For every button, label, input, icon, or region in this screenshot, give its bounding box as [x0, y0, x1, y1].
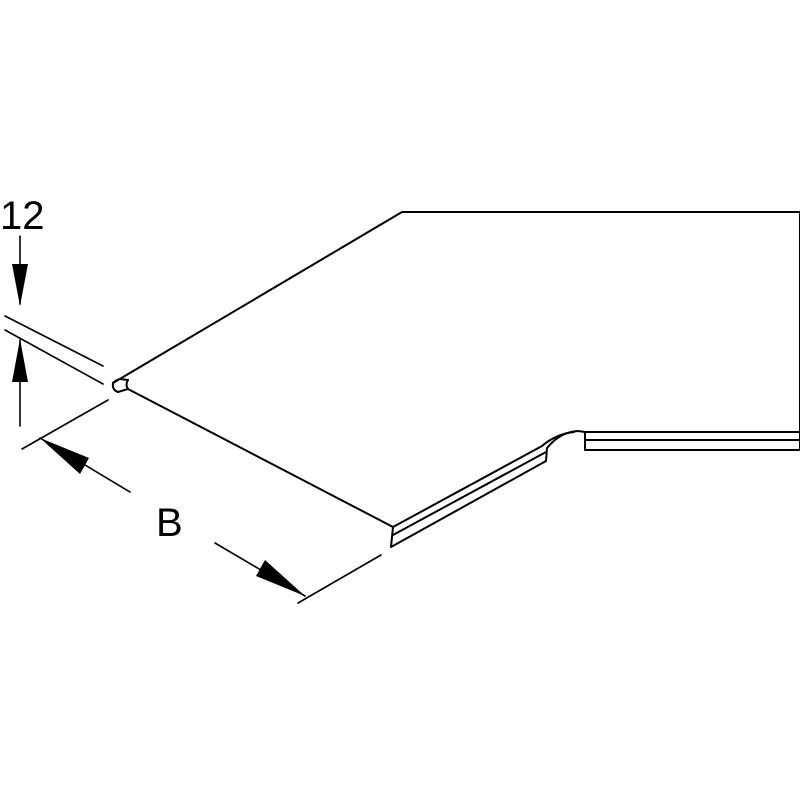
dim-12-arrowhead-up [12, 339, 28, 382]
front-flange-straight [584, 431, 800, 451]
dim-b-arrowhead-right [256, 560, 305, 596]
dim-12-extension-lower [4, 329, 104, 385]
dim-b-extension-right [297, 554, 382, 604]
cover-left-lip-inner [112, 378, 129, 384]
cover-left-lip [111, 379, 129, 393]
front-flange-angled [390, 430, 800, 548]
cover-outline [112, 211, 800, 384]
dim-b-label: B [156, 501, 183, 545]
dim-b-arrowhead-left [40, 438, 89, 474]
dim-12-label: 12 [0, 194, 45, 238]
front-flange-angled-inner [392, 451, 547, 536]
dim-12-extension-upper [4, 315, 104, 367]
dim-12-arrowhead-down [12, 264, 28, 306]
dim-b-extension-left [21, 399, 109, 450]
cover-front-edge [127, 388, 394, 528]
front-flange-angled-top [392, 431, 575, 528]
